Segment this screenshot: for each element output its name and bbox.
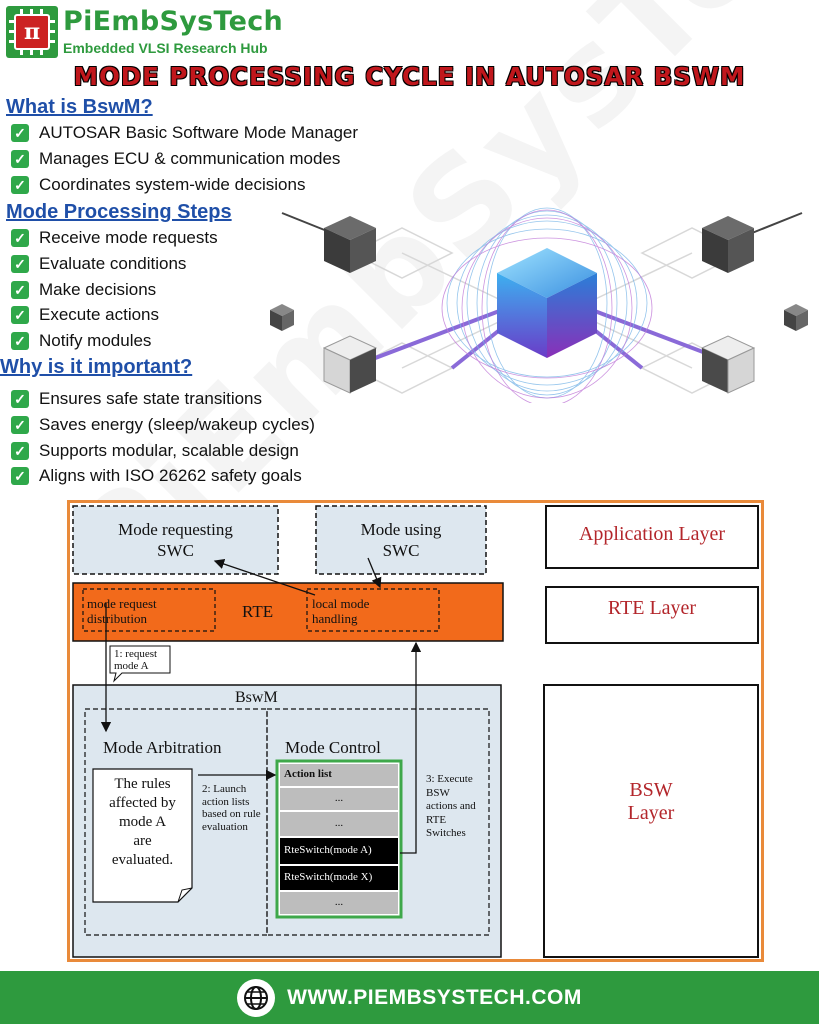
list-item: ✓Ensures safe state transitions: [11, 389, 262, 409]
action-row-rteswitch-x: RteSwitch(mode X): [284, 871, 373, 883]
check-mark-icon: ✓: [11, 332, 29, 350]
action-row: ...: [334, 792, 344, 804]
application-layer-label: Application Layer: [578, 523, 726, 545]
network-cube-illustration: [270, 207, 808, 403]
logo-chip-icon: π: [14, 14, 50, 50]
list-item: ✓Aligns with ISO 26262 safety goals: [11, 466, 302, 486]
check-mark-icon: ✓: [11, 467, 29, 485]
list-item: ✓Supports modular, scalable design: [11, 441, 299, 461]
check-mark-icon: ✓: [11, 416, 29, 434]
action-row: ...: [334, 817, 344, 829]
check-mark-icon: ✓: [11, 390, 29, 408]
mode-arbitration-label: Mode Arbitration: [103, 738, 222, 757]
footer-url[interactable]: WWW.PIEMBSYSTECH.COM: [287, 985, 582, 1009]
check-mark-icon: ✓: [11, 306, 29, 324]
brand-tagline: Embedded VLSI Research Hub: [63, 40, 268, 56]
bswm-label: BswM: [235, 689, 278, 706]
list-item: ✓Manages ECU & communication modes: [11, 149, 340, 169]
globe-icon: [237, 978, 276, 1017]
logo: π: [6, 6, 58, 58]
check-mark-icon: ✓: [11, 229, 29, 247]
list-item: ✓Saves energy (sleep/wakeup cycles): [11, 415, 315, 435]
section-heading-importance: Why is it important?: [0, 356, 193, 378]
action-row: ...: [334, 896, 344, 908]
list-item: ✓Execute actions: [11, 305, 159, 325]
rte-layer-label: RTE Layer: [607, 597, 697, 619]
check-mark-icon: ✓: [11, 281, 29, 299]
action-list-title: Action list: [284, 768, 332, 780]
list-item: ✓AUTOSAR Basic Software Mode Manager: [11, 123, 358, 143]
section-heading-what-is: What is BswM?: [6, 96, 153, 118]
list-item: ✓Receive mode requests: [11, 228, 218, 248]
mode-control-label: Mode Control: [285, 738, 381, 757]
page-title: MODE PROCESSING CYCLE IN AUTOSAR BSWM: [73, 62, 746, 91]
check-mark-icon: ✓: [11, 124, 29, 142]
rte-label: RTE: [242, 602, 274, 621]
list-item: ✓Coordinates system-wide decisions: [11, 175, 305, 195]
check-mark-icon: ✓: [11, 150, 29, 168]
section-heading-steps: Mode Processing Steps: [6, 201, 232, 223]
action-row-rteswitch-a: RteSwitch(mode A): [284, 844, 372, 856]
check-mark-icon: ✓: [11, 442, 29, 460]
check-mark-icon: ✓: [11, 176, 29, 194]
list-item: ✓Notify modules: [11, 331, 151, 351]
diagram-lines: [72, 505, 759, 958]
list-item: ✓Evaluate conditions: [11, 254, 186, 274]
list-item: ✓Make decisions: [11, 280, 156, 300]
check-mark-icon: ✓: [11, 255, 29, 273]
brand-name: PiEmbSysTech: [63, 6, 284, 37]
footer: WWW.PIEMBSYSTECH.COM: [0, 971, 819, 1024]
